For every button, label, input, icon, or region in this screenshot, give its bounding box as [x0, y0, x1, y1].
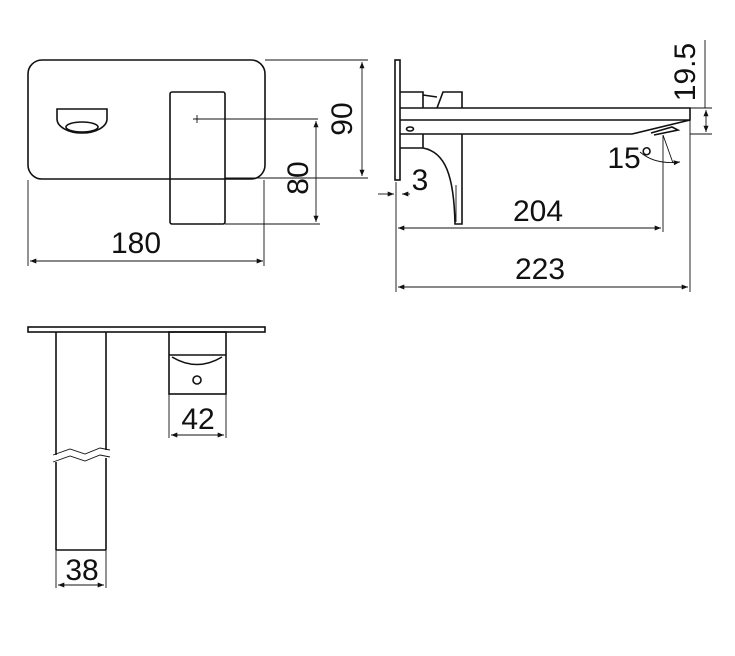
pipe: [55, 332, 107, 551]
dim-19-5: 19.5: [669, 43, 702, 101]
wall-plate: [27, 59, 266, 180]
handle: [169, 91, 226, 225]
top-wall-plate: [27, 326, 266, 333]
dim-80: 80: [282, 161, 315, 194]
aerator-side: [650, 126, 681, 136]
aerator: [65, 121, 99, 133]
spout: [400, 107, 691, 135]
dim-204: 204: [513, 195, 563, 228]
lever: [400, 134, 463, 225]
dim-42: 42: [181, 403, 214, 436]
dim-90: 90: [326, 102, 359, 135]
front-view: 90 80 180: [27, 59, 368, 266]
side-wall-plate: [394, 59, 401, 181]
dim-223: 223: [515, 253, 565, 286]
screw: [405, 126, 415, 132]
dim-15-deg: 15°: [607, 142, 652, 175]
spout-outlet: [56, 108, 108, 134]
side-view: 19.5 3 15° 204 223: [378, 40, 712, 292]
screw-hole: [192, 375, 202, 385]
dim-180: 180: [111, 227, 161, 260]
dim-38: 38: [65, 554, 98, 587]
dim-3: 3: [412, 164, 429, 197]
body: [400, 91, 463, 109]
break-line: [52, 447, 111, 463]
top-handle: [168, 331, 227, 395]
top-view: 42 38: [27, 326, 266, 588]
center-mark: [193, 115, 318, 123]
